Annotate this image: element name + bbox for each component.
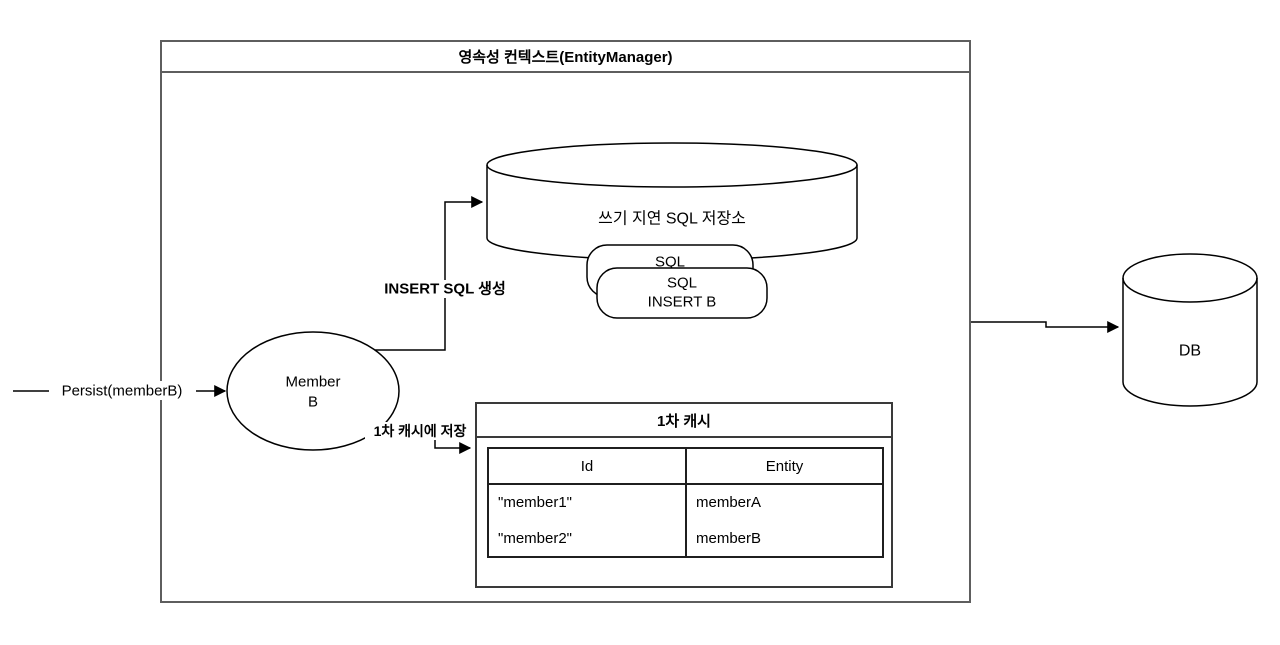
sql-store-label: 쓰기 지연 SQL 저장소 [598, 210, 746, 228]
member-entity-name-line2: B [308, 394, 318, 411]
sql-store-cylinder-rim [486, 164, 858, 188]
first-level-cache-box: 1차 캐시 Id Entity "member1" memberA "membe… [475, 402, 893, 588]
member-entity-ellipse [226, 331, 400, 451]
db-cylinder-icon [1122, 253, 1258, 407]
db-label: DB [1179, 343, 1201, 360]
persist-label-bg [49, 381, 196, 400]
cache-table: Id Entity "member1" memberA "member2" me… [487, 447, 884, 558]
table-row-1-entity: memberA [696, 494, 762, 511]
db-arrow [971, 321, 1120, 333]
persist-label: Persist(memberB) [62, 383, 183, 400]
first-level-cache-title: 1차 캐시 [477, 404, 891, 438]
persistence-context-title: 영속성 컨텍스트(EntityManager) [162, 42, 969, 73]
table-row-2-id: "member2" [489, 520, 687, 556]
sql-store-cylinder-icon [486, 142, 858, 261]
sql-card-back-label: SQL [655, 254, 685, 271]
db-cylinder-rim [1122, 277, 1258, 303]
insert-sql-arrow [375, 196, 484, 351]
member-entity-name-line1: Member [285, 374, 340, 391]
cache-table-header-entity: Entity [687, 449, 882, 485]
sql-card-front [596, 267, 768, 319]
insert-sql-label: INSERT SQL 생성 [384, 280, 506, 298]
table-row-1-id: "member1" [489, 485, 687, 520]
cache-save-label: 1차 캐시에 저장 [374, 423, 467, 439]
sql-card-front-line2: INSERT B [648, 294, 717, 311]
cache-save-label-bg [365, 422, 475, 440]
persistence-context-box: 영속성 컨텍스트(EntityManager) [160, 40, 971, 603]
insert-sql-label-bg [377, 280, 513, 298]
sql-card-front-line1: SQL [667, 275, 697, 292]
cache-table-header-id: Id [489, 449, 687, 485]
table-row-2-entity: memberB [696, 529, 762, 547]
